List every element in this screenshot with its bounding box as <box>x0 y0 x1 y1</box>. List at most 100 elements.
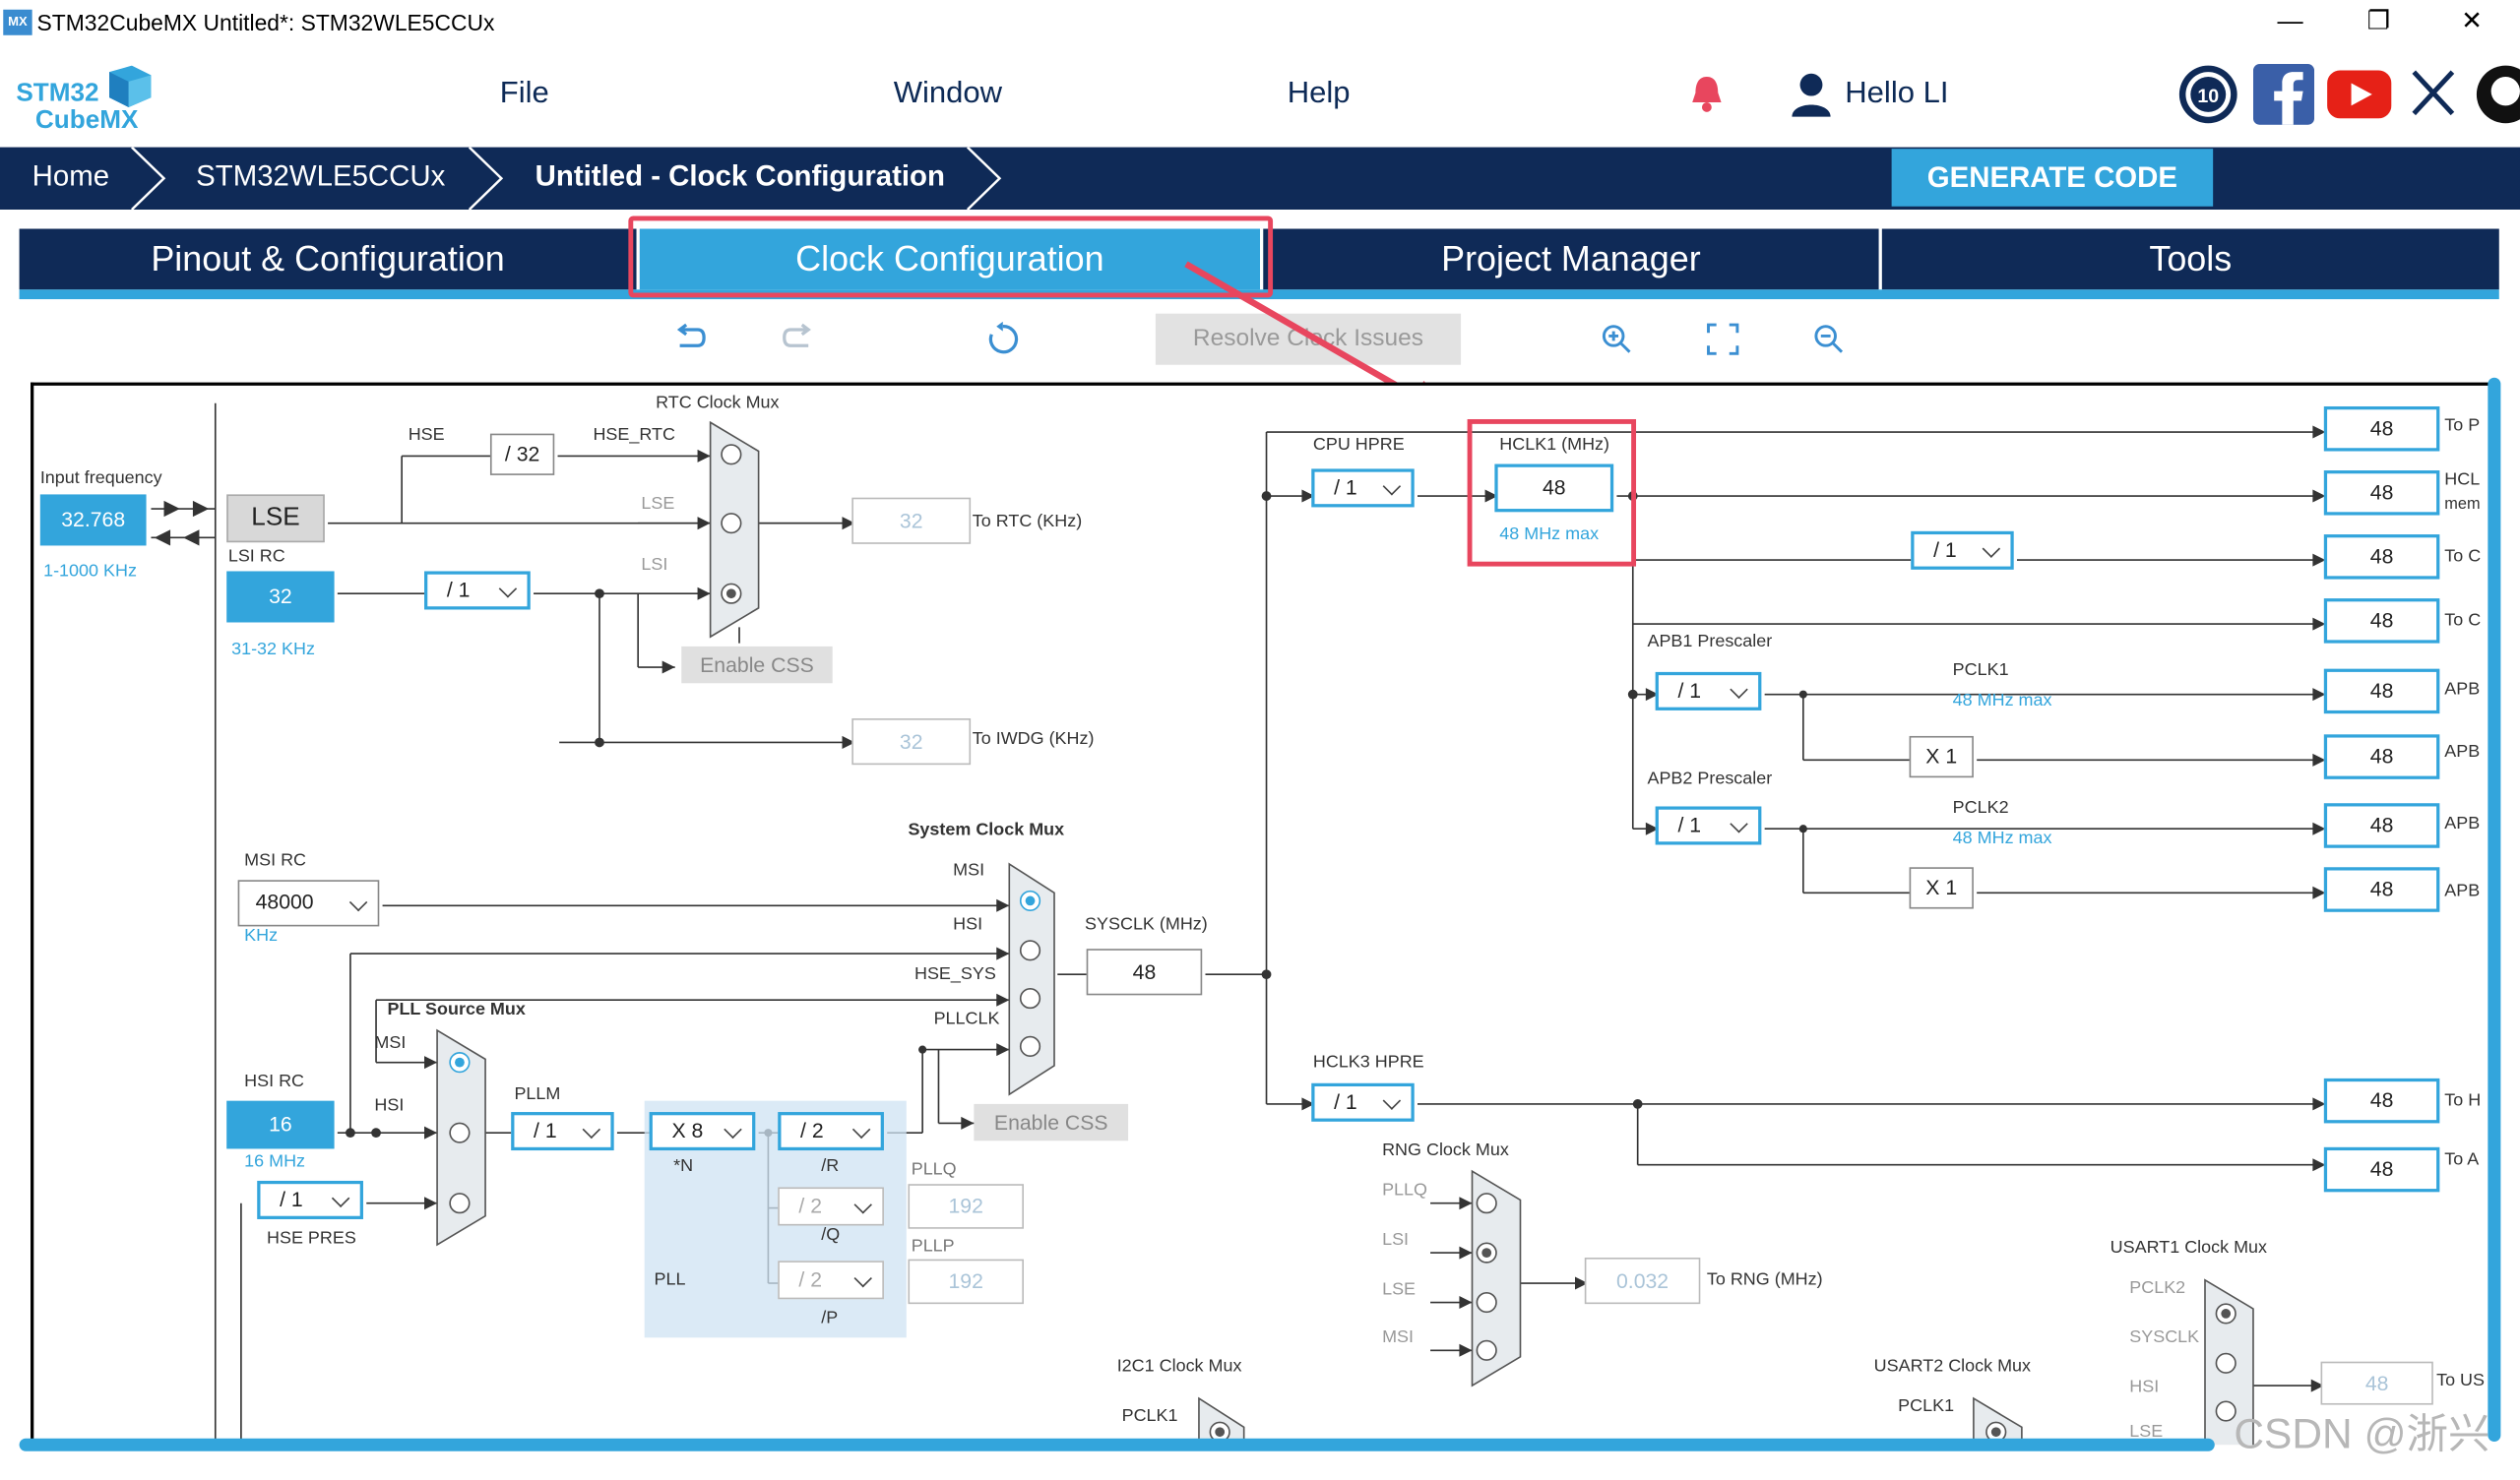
minimize-button[interactable]: — <box>2277 8 2303 35</box>
undo-icon[interactable] <box>675 323 708 351</box>
hclk1-value-field[interactable]: 48 <box>1494 463 1614 513</box>
output-box-8[interactable]: 48 <box>2323 867 2440 912</box>
apb1-select[interactable]: / 1 <box>1655 671 1762 710</box>
youtube-icon[interactable] <box>2327 70 2392 127</box>
rng-mux-label: RNG Clock Mux <box>1382 1141 1509 1160</box>
hse-rtc-label: HSE_RTC <box>593 425 675 446</box>
resolve-clock-issues-button[interactable]: Resolve Clock Issues <box>1155 313 1462 365</box>
usart1-input-pclk2: PCLK2 <box>2129 1278 2186 1298</box>
lsi-div-select[interactable]: / 1 <box>424 571 531 610</box>
apb2-value: / 1 <box>1677 812 1702 837</box>
x-icon[interactable] <box>2411 69 2456 125</box>
rng-input-pllq: PLLQ <box>1382 1180 1428 1201</box>
sysclk-value[interactable]: 48 <box>1086 949 1203 996</box>
clock-tree-canvas[interactable] <box>31 382 2493 1446</box>
hsi-value[interactable]: 16 <box>226 1100 335 1149</box>
chevron-down-icon <box>853 1196 872 1214</box>
menu-bar: STM32 CubeMX File Window Help Hello LI 1… <box>0 46 2520 148</box>
github-icon[interactable] <box>2475 64 2520 133</box>
breadcrumb-home[interactable]: Home <box>32 159 110 193</box>
output-box-10[interactable]: 48 <box>2323 1146 2440 1193</box>
maximize-button[interactable]: ❐ <box>2366 8 2391 35</box>
apb1-value: / 1 <box>1677 678 1702 703</box>
pll-src-input-hsi: HSI <box>374 1095 405 1116</box>
anniversary-badge-icon[interactable]: 10 <box>2177 64 2238 133</box>
chevron-down-icon <box>582 1120 601 1140</box>
plln-value: X 8 <box>671 1118 704 1142</box>
iwdg-output-value: 32 <box>851 718 972 766</box>
pllq-select[interactable]: / 2 <box>778 1187 884 1226</box>
facebook-icon[interactable] <box>2252 64 2315 133</box>
output-box-6[interactable]: 48 <box>2323 734 2440 779</box>
chevron-down-icon <box>498 580 518 598</box>
iwdg-to-label: To IWDG (KHz) <box>972 729 1095 749</box>
sysmux-input-pll: PLLCLK <box>933 1009 1000 1029</box>
highlight-hclk-box <box>1467 418 1637 567</box>
lse-block[interactable]: LSE <box>226 494 325 543</box>
generate-code-button[interactable]: GENERATE CODE <box>1891 149 2214 207</box>
output-label-6: APB <box>2444 742 2481 762</box>
tab-clock[interactable]: Clock Configuration <box>639 228 1260 290</box>
tab-pinout[interactable]: Pinout & Configuration <box>19 228 637 290</box>
msi-freq-select[interactable]: 48000 <box>237 880 380 927</box>
lsi-value[interactable]: 32 <box>226 571 335 623</box>
chevron-down-icon <box>348 893 368 911</box>
systick-div-select[interactable]: / 1 <box>1911 530 2014 570</box>
output-box-7[interactable]: 48 <box>2323 803 2440 848</box>
pllp-div-label: /P <box>821 1309 839 1328</box>
apb2-select[interactable]: / 1 <box>1655 806 1762 845</box>
tab-tools[interactable]: Tools <box>1881 228 2499 290</box>
fit-icon[interactable] <box>1707 323 1739 355</box>
lse-tap-label: LSE <box>641 494 675 514</box>
output-label-8: APB <box>2444 881 2481 901</box>
output-box-9[interactable]: 48 <box>2323 1078 2440 1124</box>
output-box-5[interactable]: 48 <box>2323 668 2440 714</box>
breadcrumb-mcu[interactable]: STM32WLE5CCUx <box>196 159 446 193</box>
close-button[interactable]: ✕ <box>2461 8 2483 35</box>
zoom-in-icon[interactable] <box>1601 323 1633 355</box>
breadcrumb-current[interactable]: Untitled - Clock Configuration <box>535 159 945 193</box>
redo-icon[interactable] <box>781 323 813 351</box>
tab-project-manager[interactable]: Project Manager <box>1263 228 1879 290</box>
bell-icon[interactable] <box>1687 74 1726 123</box>
menu-help[interactable]: Help <box>1287 77 1351 111</box>
lsi-rc-label: LSI RC <box>227 547 285 567</box>
reset-icon[interactable] <box>985 321 1021 357</box>
pllm-select[interactable]: / 1 <box>511 1112 614 1151</box>
i2c1-input-pclk1: PCLK1 <box>1121 1406 1178 1426</box>
stm32cubemx-logo[interactable]: STM32 CubeMX <box>16 65 160 137</box>
rng-input-lsi: LSI <box>1382 1230 1410 1250</box>
hclk3-select[interactable]: / 1 <box>1311 1082 1415 1122</box>
rng-input-lse: LSE <box>1382 1279 1417 1300</box>
output-box-4[interactable]: 48 <box>2323 598 2440 644</box>
msi-rc-label: MSI RC <box>244 851 307 871</box>
rng-input-msi: MSI <box>1382 1327 1415 1348</box>
enable-css-button[interactable]: Enable CSS <box>681 646 833 684</box>
menu-file[interactable]: File <box>499 77 549 111</box>
pllr-select[interactable]: / 2 <box>778 1112 884 1151</box>
enable-css-button-2[interactable]: Enable CSS <box>974 1103 1129 1141</box>
user-greeting[interactable]: Hello LI <box>1845 77 1949 111</box>
pclk2-label: PCLK2 <box>1952 798 2009 818</box>
cpu-hpre-select[interactable]: / 1 <box>1311 468 1415 508</box>
output-box-2[interactable]: 48 <box>2323 470 2440 516</box>
output-box-3[interactable]: 48 <box>2323 534 2440 580</box>
pllp-select[interactable]: / 2 <box>778 1261 884 1300</box>
brand-line1: STM32 <box>16 80 99 107</box>
rtc-output-value: 32 <box>851 497 972 544</box>
plln-select[interactable]: X 8 <box>649 1112 756 1151</box>
menu-window[interactable]: Window <box>893 77 1003 111</box>
pll-label: PLL <box>654 1270 686 1290</box>
chevron-down-icon <box>724 1120 742 1140</box>
usart1-input-lse: LSE <box>2129 1422 2164 1442</box>
user-icon[interactable] <box>1789 72 1834 125</box>
hse-pres-select[interactable]: / 1 <box>257 1180 363 1219</box>
lse-input-field[interactable]: 32.768 <box>39 494 147 546</box>
sysmux-input-hsi: HSI <box>953 915 983 935</box>
output-box-1[interactable]: 48 <box>2323 405 2440 452</box>
apb2-timer-mul: X 1 <box>1909 867 1974 909</box>
zoom-out-icon[interactable] <box>1813 323 1846 355</box>
horizontal-scrollbar[interactable] <box>19 1438 2215 1451</box>
vertical-scrollbar[interactable] <box>2488 377 2501 1442</box>
